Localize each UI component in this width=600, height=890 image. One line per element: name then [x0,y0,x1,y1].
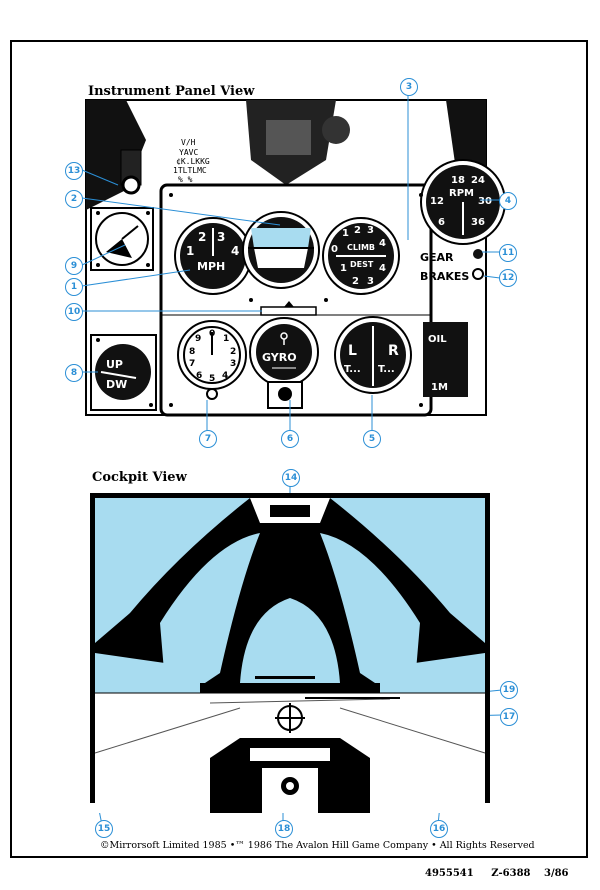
svg-text:T...: T... [378,364,395,375]
svg-text:1: 1 [186,244,194,258]
callout-10: 10 [65,303,83,321]
svg-text:1: 1 [340,263,347,274]
artificial-horizon [242,211,320,289]
svg-text:6: 6 [196,371,202,381]
callout-9: 9 [65,257,83,275]
svg-text:2: 2 [230,347,236,357]
instrument-panel-heading: Instrument Panel View [88,84,255,99]
callout-14: 14 [282,469,300,487]
callout-19: 19 [500,681,518,699]
callout-17: 17 [500,708,518,726]
gunsight [275,703,305,733]
svg-text:12: 12 [430,196,444,207]
rpm-gauge: 18 24 RPM 12 30 6 36 [420,159,506,245]
flaps-indicator: UP DW [90,334,157,411]
callout-6: 6 [281,430,299,448]
svg-text:T...: T... [344,364,361,375]
page-frame [10,40,588,858]
svg-text:8: 8 [189,347,195,357]
part-number: 4955541 [425,868,474,879]
callout-5: 5 [363,430,381,448]
svg-text:4: 4 [379,263,386,274]
svg-text:2: 2 [354,225,361,236]
brakes-label: BRAKES [420,270,470,283]
cockpit-view-illustration [90,493,490,813]
callout-1: 1 [65,278,83,296]
callout-7: 7 [199,430,217,448]
svg-text:9: 9 [195,334,201,344]
altimeter-gauge: 0 1 2 3 4 5 6 7 8 9 [177,320,247,400]
svg-text:R: R [388,343,399,359]
svg-text:0: 0 [331,244,338,255]
callout-15: 15 [95,820,113,838]
svg-text:3: 3 [367,225,374,236]
callout-16: 16 [430,820,448,838]
svg-text:DEST: DEST [350,260,374,269]
callout-11: 11 [499,244,517,262]
airspeed-gauge: 2 3 1 4 MPH [174,217,252,295]
print-date: 3/86 [543,868,569,879]
svg-text:1M: 1M [431,382,448,393]
svg-text:L: L [348,343,357,359]
svg-text:36: 36 [471,217,485,228]
callout-18: 18 [275,820,293,838]
gear-label: GEAR [420,251,454,264]
svg-text:1: 1 [223,334,229,344]
panel-placard: V/H YAVC ¢K.LKKG 1TLTLMC % % [173,138,210,184]
svg-text:OIL: OIL [428,334,447,345]
gyro-gauge: GYRO [249,317,319,409]
svg-text:RPM: RPM [449,188,474,199]
callout-12: 12 [499,269,517,287]
placard-line: V/H [181,138,196,147]
placard-line: YAVC [179,148,198,157]
svg-text:1: 1 [342,228,349,239]
svg-text:6: 6 [438,217,445,228]
svg-text:2: 2 [352,276,359,287]
placard-line: % % [178,175,193,184]
svg-text:5: 5 [209,374,215,384]
svg-text:7: 7 [189,359,195,369]
svg-text:DW: DW [106,378,127,391]
callout-4: 4 [499,192,517,210]
callout-3: 3 [400,78,418,96]
oil-gauge: OIL 1M [423,322,468,397]
svg-text:4: 4 [379,238,386,249]
svg-text:2: 2 [198,230,206,244]
placard-line: ¢K.LKKG [176,157,210,166]
copyright-notice: ©Mirrorsoft Limited 1985 •™ 1986 The Ava… [100,840,535,851]
vertical-speed-gauge: 1 2 3 4 CLIMB 0 DEST 1 4 2 3 [322,217,400,295]
footer-codes: 4955541 Z-6388 3/86 [425,868,569,879]
svg-text:GYRO: GYRO [262,351,297,364]
svg-text:CLIMB: CLIMB [347,243,375,252]
svg-text:24: 24 [471,175,485,186]
svg-text:3: 3 [230,359,236,369]
svg-text:3: 3 [217,230,225,244]
placard-line: 1TLTLMC [173,166,207,175]
svg-text:4: 4 [231,244,239,258]
svg-text:3: 3 [367,276,374,287]
callout-2: 2 [65,190,83,208]
turn-slip-gauge: L R T... T... [334,316,412,394]
svg-text:30: 30 [478,196,492,207]
instrument-panel-illustration: V/H YAVC ¢K.LKKG 1TLTLMC % % 2 3 1 4 MPH… [85,99,506,425]
catalog-code: Z-6388 [491,868,531,879]
cockpit-view-heading: Cockpit View [92,470,187,485]
svg-text:MPH: MPH [197,260,225,273]
svg-text:4: 4 [222,371,228,381]
callout-8: 8 [65,364,83,382]
svg-text:UP: UP [106,358,123,371]
svg-text:18: 18 [451,175,465,186]
callout-13: 13 [65,162,83,180]
